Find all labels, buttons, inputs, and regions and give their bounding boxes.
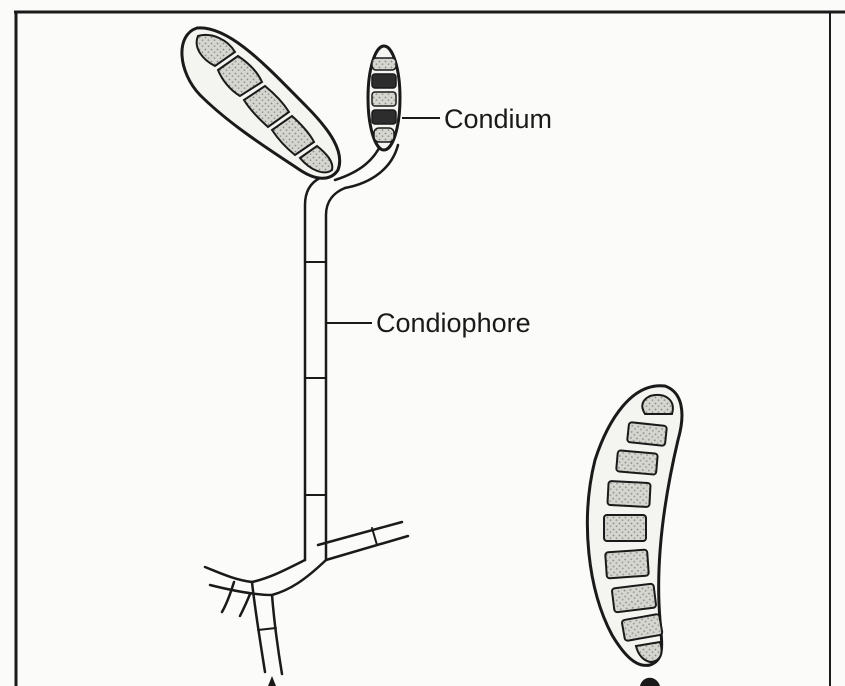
conidium-label: Condium [444,104,552,134]
conidium-large [182,28,340,178]
cropped-figure-marks [268,676,660,686]
conidiophore [305,140,398,560]
conidium-small [368,46,400,150]
figure-frame [14,12,845,686]
conidiophore-label: Condiophore [376,308,531,338]
hypha [205,522,408,674]
conidium-curved [587,386,682,666]
